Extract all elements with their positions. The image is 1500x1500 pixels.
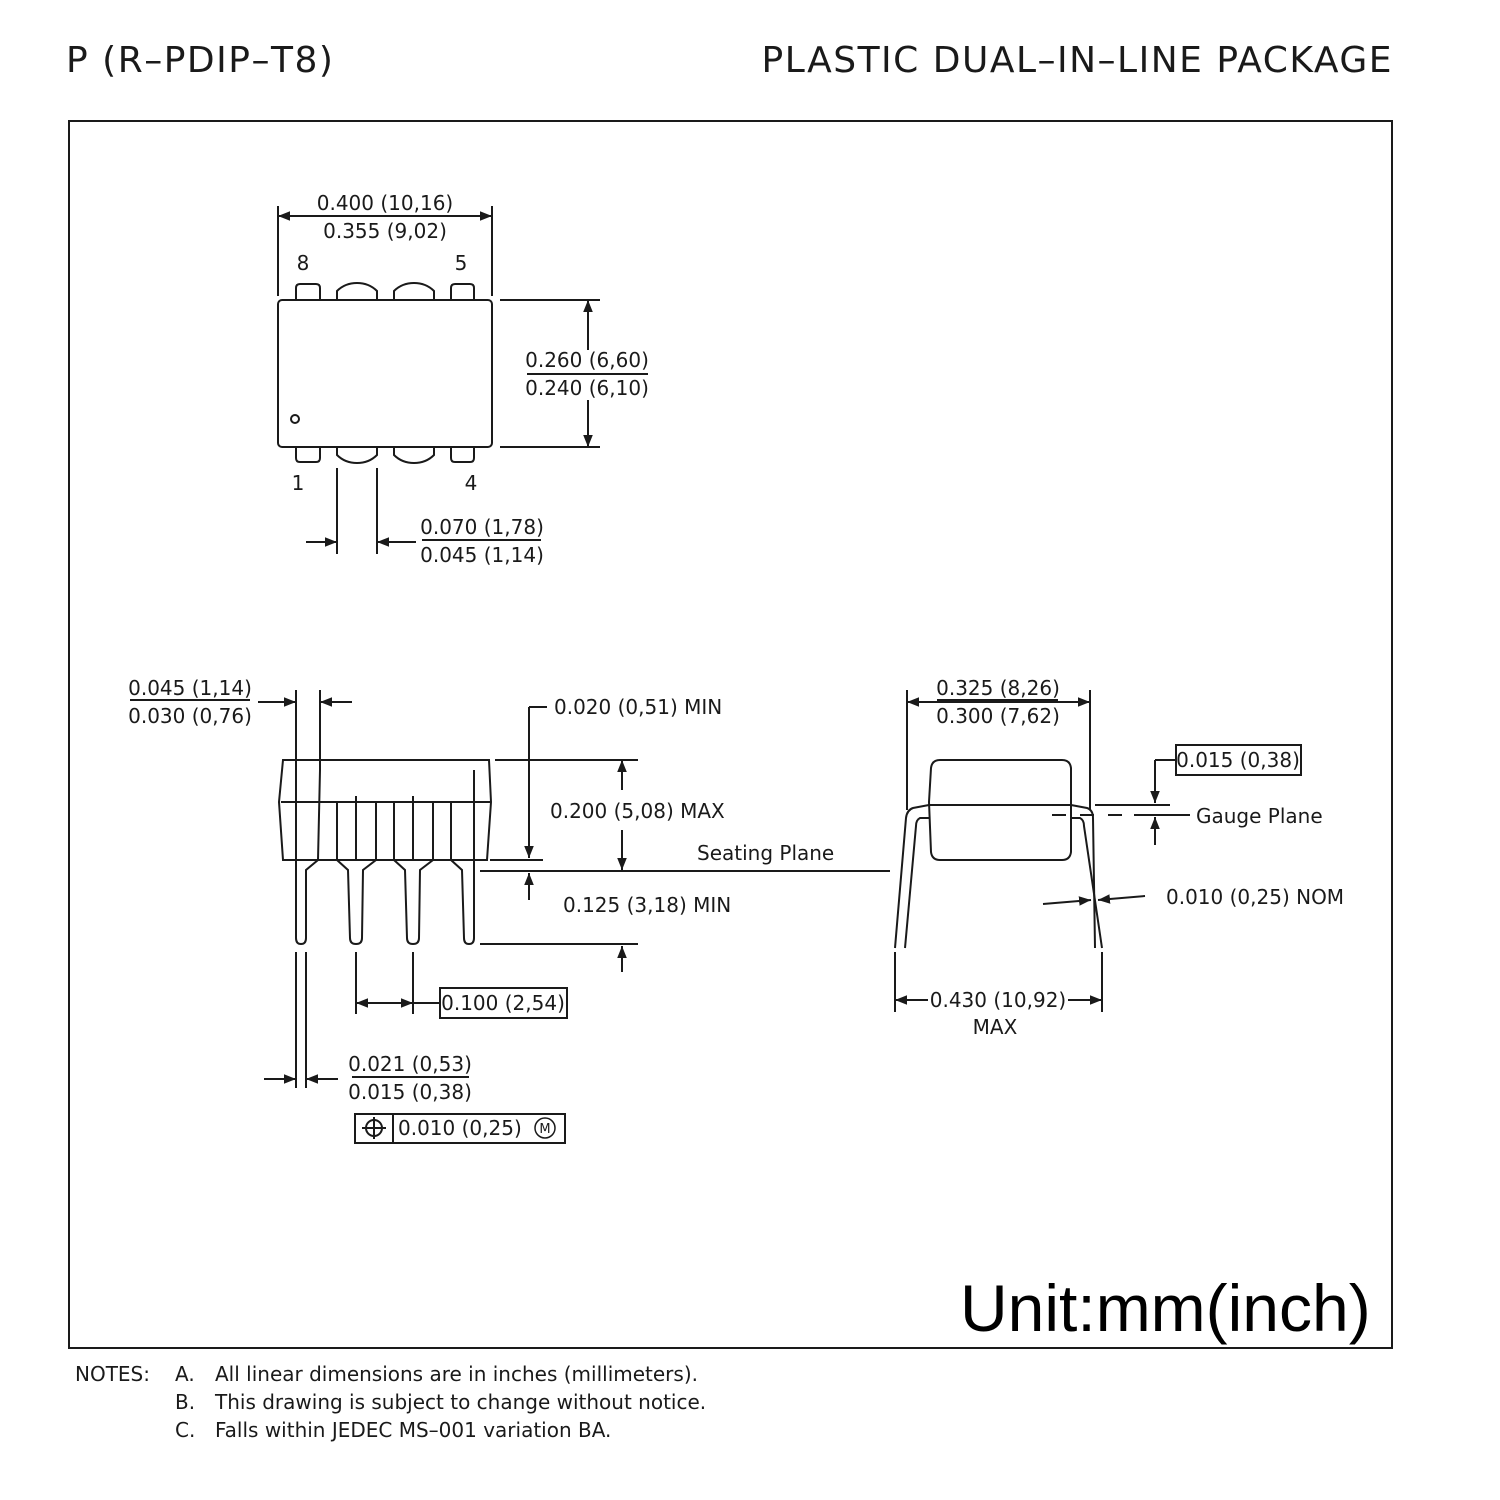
- pin-4-label: 4: [465, 471, 478, 495]
- notes-label: NOTES:: [75, 1362, 150, 1386]
- pitch-dim: 0.100 (2,54): [441, 991, 565, 1015]
- note-key: B.: [175, 1390, 196, 1414]
- end-lead-max: 0.045 (1,14): [128, 676, 252, 700]
- drawing-frame: [68, 120, 1393, 1349]
- seating-plane-label: Seating Plane: [697, 841, 834, 865]
- side-view: [130, 690, 890, 1144]
- top-view: [277, 206, 648, 554]
- pin-1-label: 1: [292, 471, 305, 495]
- material-modifier: M: [539, 1122, 550, 1137]
- top-width-max: 0.400 (10,16): [317, 191, 453, 215]
- end-view: [894, 690, 1302, 1012]
- standoff-dim: 0.020 (0,51) MIN: [554, 695, 722, 719]
- top-width-min: 0.355 (9,02): [323, 219, 447, 243]
- note-text: Falls within JEDEC MS–001 variation BA.: [215, 1418, 612, 1442]
- end-lead-min: 0.030 (0,76): [128, 704, 252, 728]
- overall-width-max: 0.430 (10,92): [930, 988, 1066, 1012]
- unit-label: Unit:mm(inch): [960, 1271, 1371, 1345]
- package-name: PLASTIC DUAL–IN–LINE PACKAGE: [761, 40, 1393, 81]
- pin-5-label: 5: [455, 251, 468, 275]
- package-code: P (R–PDIP–T8): [66, 40, 335, 81]
- note-text: This drawing is subject to change withou…: [215, 1390, 707, 1414]
- height-dim: 0.200 (5,08) MAX: [550, 799, 725, 823]
- lead-width-min: 0.015 (0,38): [348, 1080, 472, 1104]
- pin-width-max: 0.070 (1,78): [420, 515, 544, 539]
- note-key: A.: [175, 1362, 195, 1386]
- lead-length-dim: 0.125 (3,18) MIN: [563, 893, 731, 917]
- note-item: B. This drawing is subject to change with…: [175, 1388, 706, 1416]
- pin-8-label: 8: [297, 251, 310, 275]
- note-item: A. All linear dimensions are in inches (m…: [175, 1360, 698, 1388]
- note-text: All linear dimensions are in inches (mil…: [215, 1362, 698, 1386]
- body-width-max: 0.260 (6,60): [525, 348, 649, 372]
- overall-width-max-suffix: MAX: [973, 1015, 1018, 1039]
- span-min: 0.300 (7,62): [936, 704, 1060, 728]
- note-item: C. Falls within JEDEC MS–001 variation BA…: [175, 1416, 611, 1444]
- gauge-plane-label: Gauge Plane: [1196, 804, 1323, 828]
- note-key: C.: [175, 1418, 196, 1442]
- lead-width-max: 0.021 (0,53): [348, 1052, 472, 1076]
- lead-thickness-dim: 0.010 (0,25) NOM: [1166, 885, 1344, 909]
- span-max: 0.325 (8,26): [936, 676, 1060, 700]
- body-width-min: 0.240 (6,10): [525, 376, 649, 400]
- pin-width-min: 0.045 (1,14): [420, 543, 544, 567]
- gauge-offset-dim: 0.015 (0,38): [1176, 748, 1300, 772]
- position-tolerance: 0.010 (0,25): [398, 1116, 522, 1140]
